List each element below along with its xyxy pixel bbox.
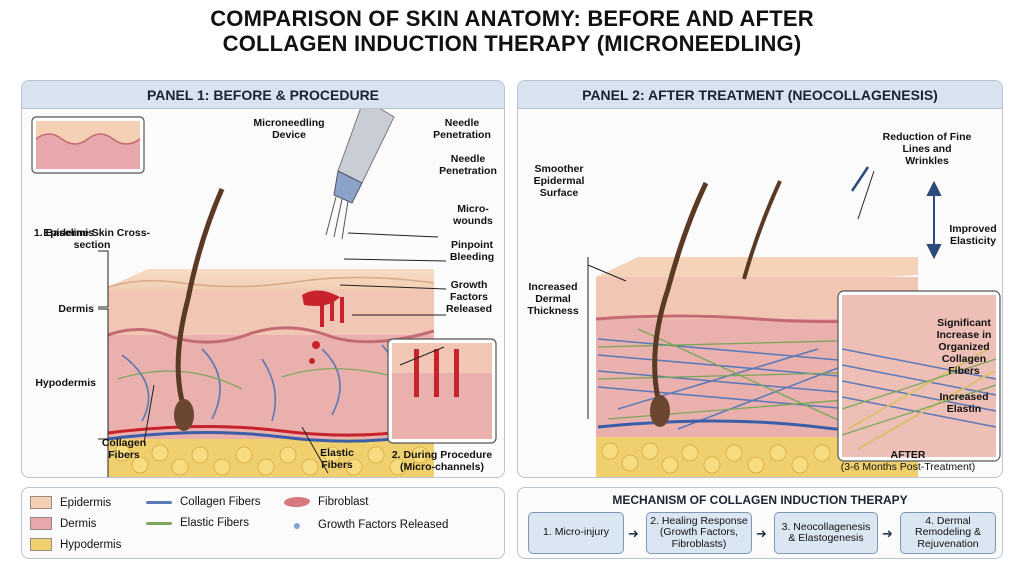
dermis-swatch (30, 517, 52, 530)
label-elastin: Increased Elastin (939, 391, 989, 415)
after-skin-illustration (587, 166, 1001, 477)
label-device: Microneedling Device (253, 117, 325, 141)
label-during: 2. During Procedure (Micro-channels) (391, 449, 493, 473)
label-after-sub: (3-6 Months Post-Treatment) (840, 461, 976, 473)
label-microwounds: Micro-wounds (453, 203, 493, 227)
pinpoint-bleeding (302, 290, 344, 364)
panel-1-heading: PANEL 1: BEFORE & PROCEDURE (22, 81, 504, 109)
microneedling-device (325, 109, 395, 240)
arrow-right-icon: ➜ (882, 526, 893, 541)
label-after: AFTER (3-6 Months Post-Treatment) (818, 449, 998, 473)
mechanism-box: MECHANISM OF COLLAGEN INDUCTION THERAPY … (517, 487, 1003, 559)
title-line-2: COLLAGEN INDUCTION THERAPY (MICRONEEDLIN… (222, 31, 802, 56)
fat-cells (113, 444, 429, 476)
legend-fibroblast: Fibroblast (284, 496, 369, 508)
dermis-layer (108, 335, 434, 439)
label-elastic: Elastic Fibers (320, 447, 354, 471)
epidermis-swatch (30, 496, 52, 509)
label-needle-2: Needle Penetration (439, 153, 497, 177)
mechanism-title: MECHANISM OF COLLAGEN INDUCTION THERAPY (612, 493, 908, 507)
procedure-inset (387, 338, 497, 444)
fibroblast-icon (284, 497, 310, 507)
panel-after: PANEL 2: AFTER TREATMENT (NEOCOLLAGENESI… (517, 80, 1003, 478)
title-line-1: COMPARISON OF SKIN ANATOMY: BEFORE AND A… (210, 6, 814, 31)
legend-collagen-label: Collagen Fibers (180, 496, 261, 508)
legend-hypodermis: Hypodermis (30, 538, 121, 551)
label-needle-1: Needle Penetration (433, 117, 491, 141)
legend-collagen: Collagen Fibers (146, 496, 261, 508)
before-skin-illustration (31, 109, 497, 477)
baseline-inset (31, 116, 145, 174)
legend-fibroblast-label: Fibroblast (318, 496, 369, 508)
panel-before: PANEL 1: BEFORE & PROCEDURE (21, 80, 505, 478)
label-hypodermis: Hypodermis (35, 377, 96, 389)
panel-2-heading: PANEL 2: AFTER TREATMENT (NEOCOLLAGENESI… (518, 81, 1002, 109)
arrow-right-icon: ➜ (628, 526, 639, 541)
mechanism-step-1: 1. Micro-injury (528, 512, 624, 554)
legend: Epidermis Dermis Hypodermis Collagen Fib… (21, 487, 505, 559)
legend-epidermis-label: Epidermis (60, 496, 112, 509)
label-collagen: Collagen Fibers (101, 437, 147, 461)
legend-dermis: Dermis (30, 517, 96, 530)
legend-dermis-label: Dermis (60, 517, 97, 530)
page-title: COMPARISON OF SKIN ANATOMY: BEFORE AND A… (0, 6, 1024, 56)
mechanism-step-2: 2. Healing Response (Growth Factors, Fib… (646, 512, 752, 554)
label-reduction: Reduction of Fine Lines and Wrinkles (882, 131, 972, 167)
legend-growth: ● Growth Factors Released (284, 517, 449, 533)
label-baseline: 1. Baseline Skin Cross-section (33, 227, 151, 251)
label-significant: Significant Increase in Organized Collag… (936, 317, 992, 377)
hypodermis-swatch (30, 538, 52, 551)
elasticity-arrow (926, 180, 942, 260)
label-thickness: Increased Dermal Thickness (527, 281, 579, 317)
label-smoother: Smoother Epidermal Surface (533, 163, 585, 199)
label-epidermis: Epidermis (43, 227, 94, 239)
label-after-title: AFTER (890, 449, 926, 461)
legend-elastic-label: Elastic Fibers (180, 517, 250, 529)
mechanism-step-3: 3. Neocollagenesis & Elastogenesis (774, 512, 878, 554)
elastic-line-icon (146, 521, 172, 525)
hair-shaft (175, 187, 225, 402)
epidermis-layer (108, 289, 434, 335)
legend-epidermis: Epidermis (30, 496, 111, 509)
label-elasticity: Improved Elasticity (949, 223, 997, 247)
legend-growth-label: Growth Factors Released (318, 519, 449, 531)
arrow-right-icon: ➜ (756, 526, 767, 541)
legend-elastic: Elastic Fibers (146, 517, 249, 529)
label-bleeding: Pinpoint Bleeding (449, 239, 495, 263)
leader-lines (98, 232, 447, 477)
collagen-zoom-inset (837, 290, 1001, 462)
collagen-line-icon (146, 500, 172, 504)
label-growth: Growth Factors Released (445, 279, 493, 315)
growth-factor-icon: ● (292, 517, 302, 533)
mechanism-step-4: 4. Dermal Remodeling & Rejuvenation (900, 512, 996, 554)
label-dermis: Dermis (58, 303, 94, 315)
legend-hypodermis-label: Hypodermis (60, 538, 122, 551)
